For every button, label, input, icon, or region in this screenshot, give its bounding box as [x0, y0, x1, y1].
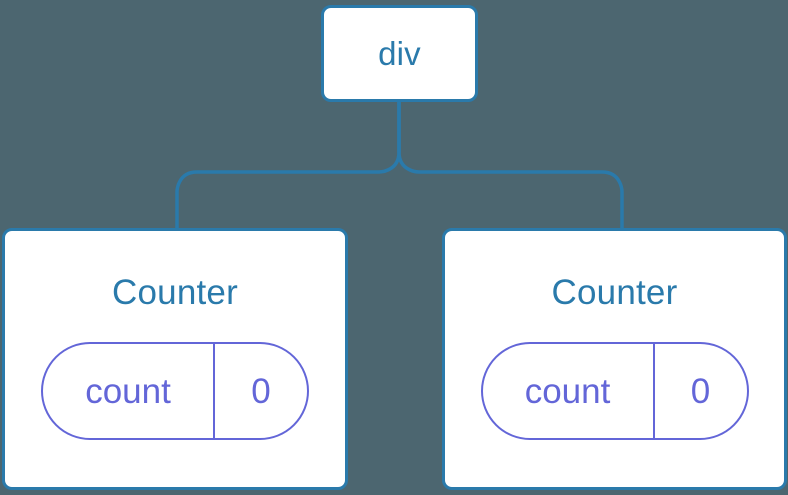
counter-left-label: Counter: [112, 273, 238, 312]
node-counter-right[interactable]: Counter count 0: [442, 228, 787, 490]
counter-left-state-key: count: [43, 344, 215, 438]
node-div[interactable]: div: [321, 5, 478, 102]
counter-right-state-value: 0: [690, 371, 711, 411]
counter-right-state-pill[interactable]: count 0: [480, 342, 749, 440]
edge-root-to-left-counter: [175, 101, 401, 230]
counter-left-state-value: 0: [251, 371, 271, 411]
counter-right-state-key: count: [483, 344, 655, 438]
counter-right-label: Counter: [551, 273, 678, 312]
node-div-label: div: [378, 35, 421, 72]
node-counter-left[interactable]: Counter count 0: [2, 228, 348, 490]
counter-left-state-pill[interactable]: count 0: [41, 342, 309, 440]
edge-root-to-right-counter: [397, 101, 624, 230]
